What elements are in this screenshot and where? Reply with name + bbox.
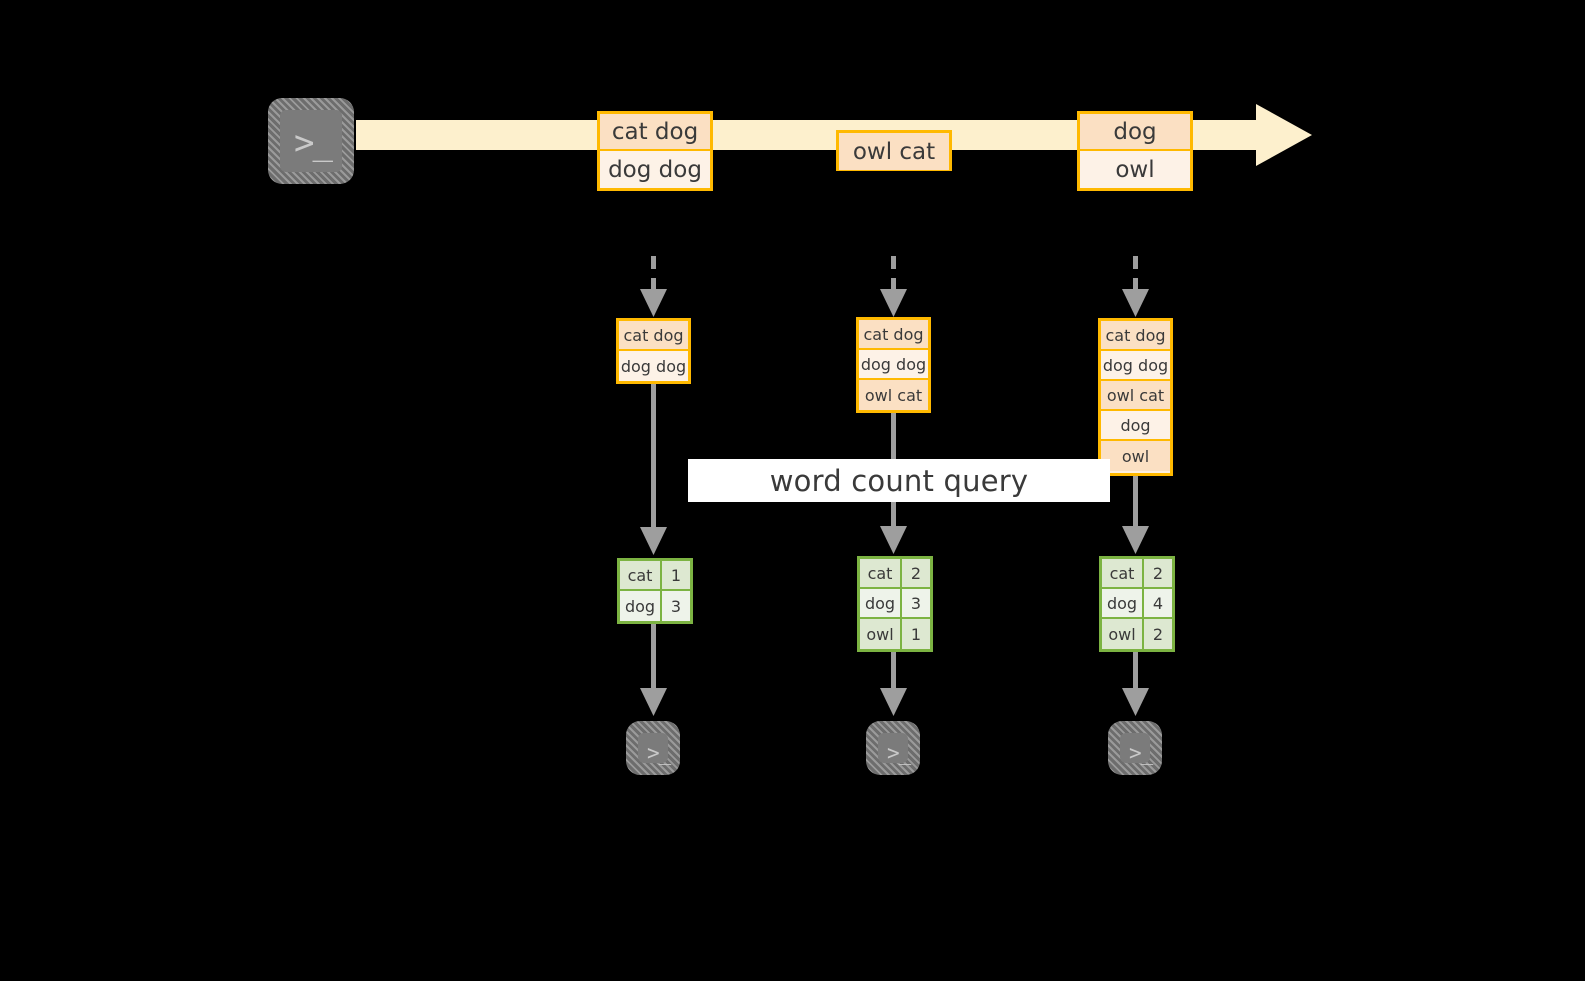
stream-record-1[interactable]: cat dog dog dog: [597, 111, 713, 191]
terminal-screen: [878, 733, 908, 763]
result-1-sink-connector: [651, 624, 656, 694]
result-3-sink-connector: [1133, 652, 1138, 694]
terminal-screen: [280, 110, 342, 172]
snapshot-line: dog dog: [1101, 351, 1170, 381]
snapshot-line: cat dog: [619, 321, 688, 351]
table-row: cat 1: [620, 561, 690, 591]
snapshot-line: cat dog: [1101, 321, 1170, 351]
table-row: cat 2: [860, 559, 930, 589]
stream-record-3[interactable]: dog owl: [1077, 111, 1193, 191]
input-stream-arrow: [356, 104, 1312, 166]
snapshot-1-arrowhead: [640, 289, 667, 321]
result-1-sink-arrowhead: [640, 688, 667, 720]
snapshot-3-query-arrowhead: [1122, 526, 1149, 558]
snapshot-2-dashed-connector: [891, 256, 896, 294]
query-label-band: word count query: [688, 459, 1110, 502]
terminal-prompt-icon: >_: [887, 741, 911, 765]
snapshot-line: dog: [1101, 411, 1170, 441]
result-3-sink-arrowhead: [1122, 688, 1149, 720]
snapshot-3-arrowhead: [1122, 289, 1149, 321]
snapshot-line: owl cat: [859, 380, 928, 410]
table-row: owl 2: [1102, 619, 1172, 649]
record-line: cat dog: [600, 114, 710, 151]
stream-record-2[interactable]: owl cat: [836, 130, 952, 171]
result-2-sink-arrowhead: [880, 688, 907, 720]
sink-terminal-3[interactable]: >_: [1108, 721, 1162, 775]
record-line: owl cat: [839, 133, 949, 170]
snapshot-1-box[interactable]: cat dog dog dog: [616, 318, 691, 384]
sink-terminal-1[interactable]: >_: [626, 721, 680, 775]
result-2-sink-connector: [891, 652, 896, 694]
record-line: dog dog: [600, 151, 710, 188]
count-cell: 2: [902, 559, 930, 587]
snapshot-line: owl cat: [1101, 381, 1170, 411]
stream-arrow-shape: [356, 104, 1312, 166]
snapshot-1-query-arrowhead: [640, 527, 667, 559]
terminal-prompt-icon: >_: [1129, 741, 1153, 765]
table-row: dog 4: [1102, 589, 1172, 619]
word-cell: cat: [620, 561, 662, 589]
snapshot-1-dashed-connector: [651, 256, 656, 294]
word-cell: dog: [1102, 589, 1144, 617]
snapshot-line: dog dog: [859, 350, 928, 380]
snapshot-3-dashed-connector: [1133, 256, 1138, 294]
snapshot-1-query-connector: [651, 384, 656, 534]
snapshot-2-box[interactable]: cat dog dog dog owl cat: [856, 317, 931, 413]
terminal-prompt-icon: >_: [294, 123, 333, 163]
result-table-3[interactable]: cat 2 dog 4 owl 2: [1099, 556, 1175, 652]
table-row: cat 2: [1102, 559, 1172, 589]
count-cell: 2: [1144, 559, 1172, 587]
terminal-prompt-icon: >_: [647, 741, 671, 765]
count-cell: 1: [902, 619, 930, 649]
snapshot-3-query-connector: [1133, 476, 1138, 533]
snapshot-2-arrowhead: [880, 289, 907, 321]
word-cell: cat: [1102, 559, 1144, 587]
query-label-text: word count query: [769, 463, 1029, 498]
word-cell: cat: [860, 559, 902, 587]
snapshot-line: owl: [1101, 441, 1170, 471]
word-cell: dog: [860, 589, 902, 617]
snapshot-2-query-arrowhead: [880, 526, 907, 558]
result-table-1[interactable]: cat 1 dog 3: [617, 558, 693, 624]
record-line: owl: [1080, 151, 1190, 188]
word-cell: owl: [1102, 619, 1144, 649]
count-cell: 4: [1144, 589, 1172, 617]
snapshot-3-box[interactable]: cat dog dog dog owl cat dog owl: [1098, 318, 1173, 476]
count-cell: 1: [662, 561, 690, 589]
count-cell: 3: [662, 591, 690, 621]
count-cell: 2: [1144, 619, 1172, 649]
record-line: dog: [1080, 114, 1190, 151]
count-cell: 3: [902, 589, 930, 617]
table-row: dog 3: [620, 591, 690, 621]
sink-terminal-2[interactable]: >_: [866, 721, 920, 775]
word-cell: dog: [620, 591, 662, 621]
source-terminal[interactable]: >_: [268, 98, 354, 184]
snapshot-line: dog dog: [619, 351, 688, 381]
result-table-2[interactable]: cat 2 dog 3 owl 1: [857, 556, 933, 652]
snapshot-line: cat dog: [859, 320, 928, 350]
word-cell: owl: [860, 619, 902, 649]
table-row: dog 3: [860, 589, 930, 619]
table-row: owl 1: [860, 619, 930, 649]
terminal-screen: [1120, 733, 1150, 763]
terminal-screen: [638, 733, 668, 763]
